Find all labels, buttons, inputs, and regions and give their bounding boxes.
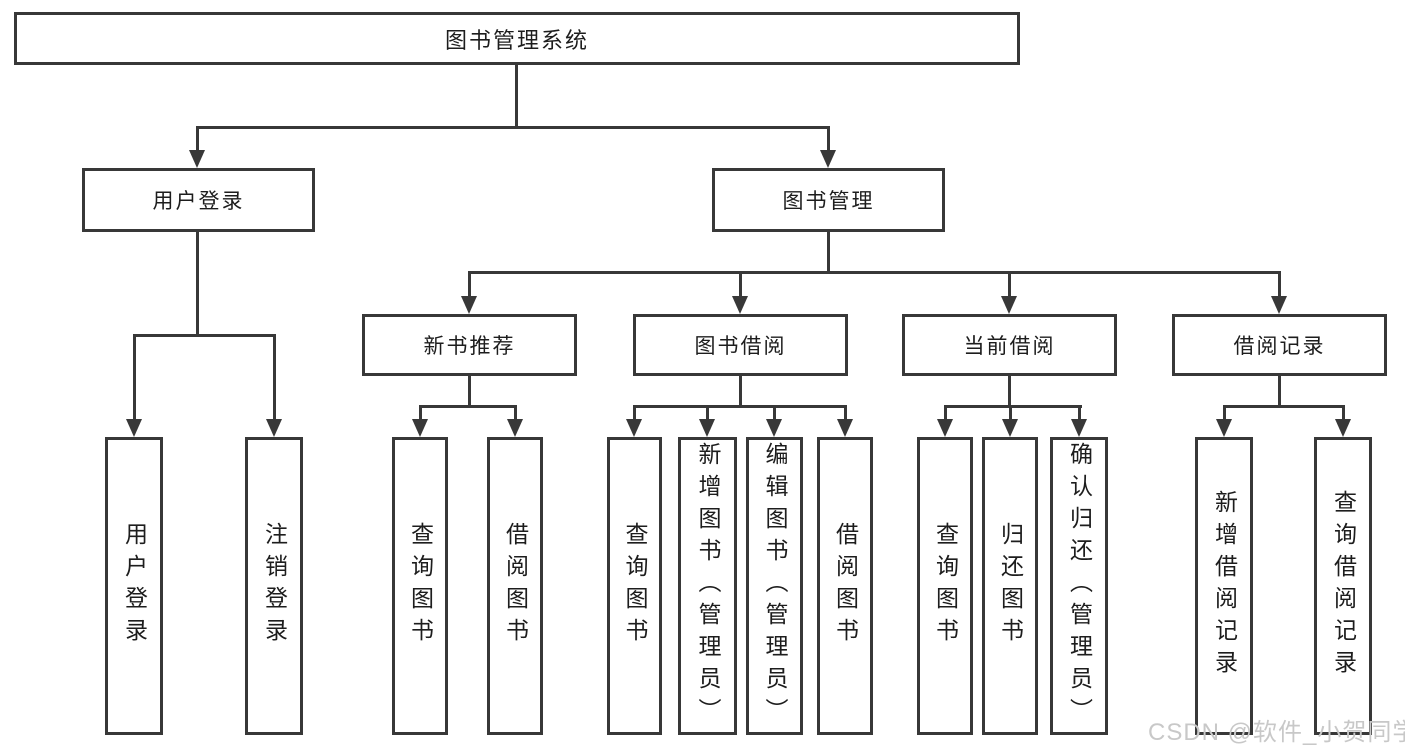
leaf-borrow-borrow-books: 借阅图书	[817, 437, 873, 735]
connector-vline	[1078, 405, 1081, 421]
arrow-down-icon	[1335, 419, 1351, 437]
leaf-records-add-record: 新增借阅记录	[1195, 437, 1253, 735]
leaf-records-query-record: 查询借阅记录	[1314, 437, 1372, 735]
connector-vline	[1278, 376, 1281, 407]
leaf-user-login: 用户登录	[105, 437, 163, 735]
connector-vline	[1009, 405, 1012, 421]
arrow-down-icon	[1071, 419, 1087, 437]
connector-vline	[944, 405, 947, 421]
arrow-down-icon	[461, 296, 477, 314]
connector-vline	[419, 405, 422, 421]
arrow-down-icon	[1216, 419, 1232, 437]
arrow-down-icon	[699, 419, 715, 437]
connector-vline	[773, 405, 776, 421]
node-borrow-records: 借阅记录	[1172, 314, 1387, 376]
node-current-borrow: 当前借阅	[902, 314, 1117, 376]
arrow-down-icon	[1001, 296, 1017, 314]
connector-vline	[844, 405, 847, 421]
arrow-down-icon	[189, 150, 205, 168]
arrow-down-icon	[507, 419, 523, 437]
arrow-down-icon	[837, 419, 853, 437]
watermark: CSDN @软件_小贺同学	[1148, 719, 1405, 746]
arrow-down-icon	[1271, 296, 1287, 314]
connector-vline	[1278, 271, 1281, 298]
connector-vline	[514, 405, 517, 421]
connector-vline	[1223, 405, 1226, 421]
connector-vline	[468, 271, 471, 298]
connector-vline	[739, 376, 742, 407]
node-user-login: 用户登录	[82, 168, 315, 232]
connector-vline	[1342, 405, 1345, 421]
connector-vline	[827, 126, 830, 152]
connector-vline	[1008, 271, 1011, 298]
leaf-current-query-books: 查询图书	[917, 437, 973, 735]
arrow-down-icon	[732, 296, 748, 314]
arrow-down-icon	[626, 419, 642, 437]
connector-vline	[1008, 376, 1011, 407]
arrow-down-icon	[126, 419, 142, 437]
arrow-down-icon	[412, 419, 428, 437]
connector-hline	[468, 271, 1281, 274]
connector-vline	[515, 65, 518, 128]
connector-hline	[633, 405, 847, 408]
leaf-current-return-books: 归还图书	[982, 437, 1038, 735]
node-new-book-recommend: 新书推荐	[362, 314, 577, 376]
connector-hline	[196, 126, 829, 129]
connector-vline	[196, 126, 199, 152]
arrow-down-icon	[820, 150, 836, 168]
leaf-logout: 注销登录	[245, 437, 303, 735]
connector-vline	[133, 334, 136, 421]
node-book-borrow: 图书借阅	[633, 314, 848, 376]
connector-hline	[419, 405, 517, 408]
node-book-management: 图书管理	[712, 168, 945, 232]
leaf-recommend-query-books: 查询图书	[392, 437, 448, 735]
connector-vline	[273, 334, 276, 421]
leaf-borrow-query-books: 查询图书	[607, 437, 662, 735]
node-root: 图书管理系统	[14, 12, 1020, 65]
connector-hline	[133, 334, 276, 337]
connector-hline	[1223, 405, 1345, 408]
arrow-down-icon	[937, 419, 953, 437]
connector-vline	[633, 405, 636, 421]
connector-vline	[739, 271, 742, 298]
connector-vline	[827, 232, 830, 273]
leaf-current-confirm-return-admin: 确认归还（管理员）	[1050, 437, 1108, 735]
connector-hline	[944, 405, 1082, 408]
connector-vline	[468, 376, 471, 407]
leaf-borrow-add-books-admin: 新增图书（管理员）	[678, 437, 737, 735]
arrow-down-icon	[266, 419, 282, 437]
connector-vline	[706, 405, 709, 421]
leaf-borrow-edit-books-admin: 编辑图书（管理员）	[746, 437, 803, 735]
arrow-down-icon	[766, 419, 782, 437]
leaf-recommend-borrow-books: 借阅图书	[487, 437, 543, 735]
arrow-down-icon	[1002, 419, 1018, 437]
connector-vline	[196, 232, 199, 336]
